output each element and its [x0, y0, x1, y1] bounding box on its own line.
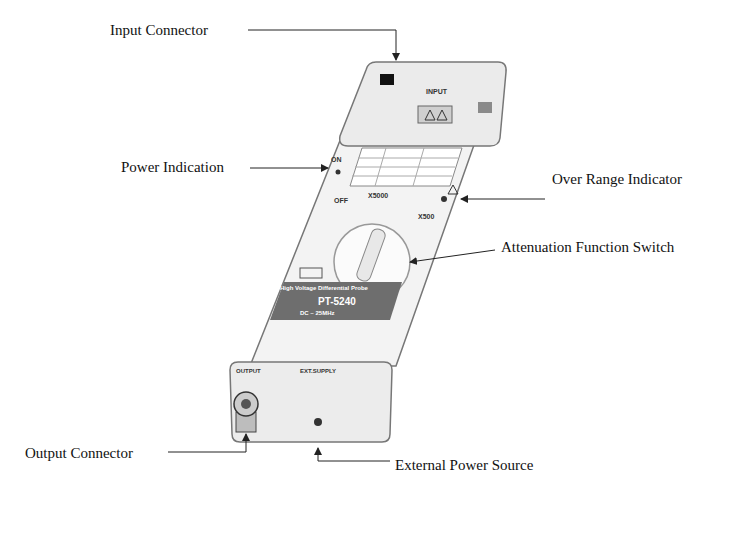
warning-symbol: [425, 110, 447, 120]
leader-line: [461, 199, 545, 200]
power-led: [336, 170, 341, 175]
leader-line: [250, 168, 328, 169]
device-marking: OUTPUT: [236, 368, 261, 375]
leader-line: [318, 448, 390, 461]
device-marking: ON: [331, 156, 342, 164]
power-jack: [314, 418, 322, 426]
bnc-connector: [234, 392, 258, 416]
input-terminal: [380, 74, 394, 85]
output-end: [230, 362, 392, 442]
ce-mark: [300, 268, 322, 278]
callout-label: Output Connector: [25, 445, 133, 462]
probe-body: [250, 128, 480, 366]
leader-line: [248, 30, 396, 60]
device-marking: High Voltage Differential Probe: [280, 285, 368, 292]
device-marking: DC ~ 25MHz: [300, 310, 335, 317]
over-range-led: [441, 196, 447, 202]
bnc-pin: [241, 399, 251, 409]
knob-grip: [355, 227, 387, 283]
warning-symbol: [448, 185, 458, 194]
device-marking: EXT.SUPPLY: [300, 368, 336, 375]
model-number: PT-5240: [318, 296, 356, 308]
warning-plate: [418, 106, 452, 123]
device-marking: X5000: [368, 192, 388, 200]
input-terminal: [478, 102, 492, 113]
device-marking: OFF: [334, 197, 348, 205]
device-marking: INPUT: [426, 88, 447, 96]
input-head: [340, 62, 506, 146]
callout-label: Over Range Indicator: [552, 171, 682, 188]
leader-line: [410, 250, 495, 262]
callout-label: Attenuation Function Switch: [501, 239, 674, 256]
callout-label: External Power Source: [395, 457, 533, 474]
leader-line: [168, 434, 246, 452]
model-band: [270, 282, 402, 320]
callout-label: Power Indication: [121, 159, 224, 176]
callout-label: Input Connector: [110, 22, 208, 39]
spec-table: [350, 148, 462, 186]
device-marking: X500: [418, 213, 434, 221]
